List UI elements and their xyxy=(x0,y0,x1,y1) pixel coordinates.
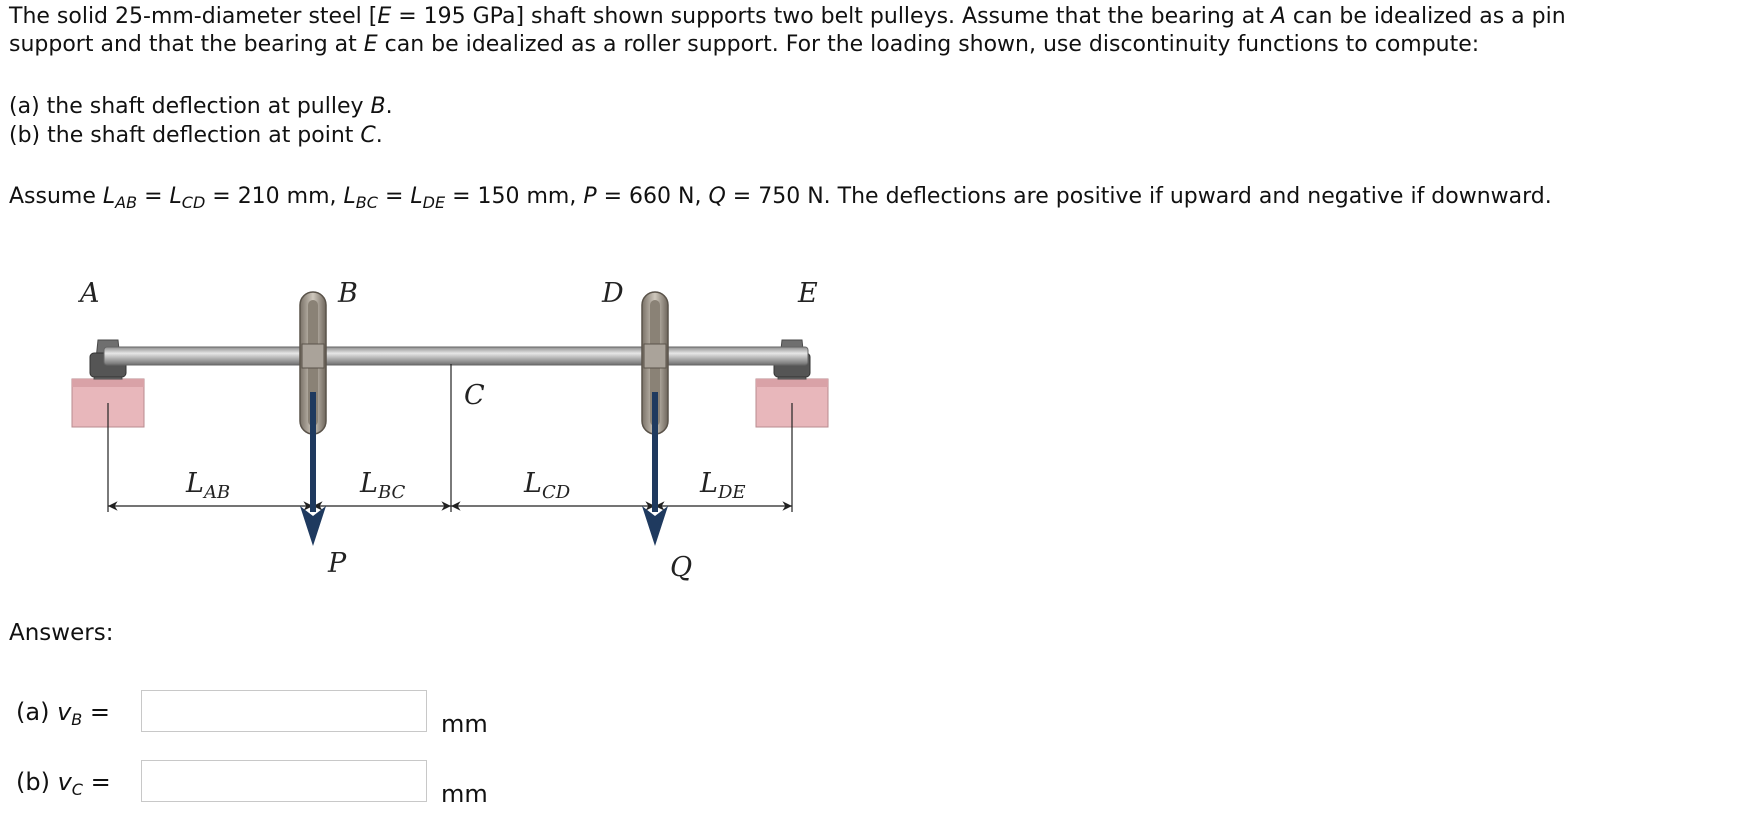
sub-CD: CD xyxy=(542,482,571,503)
answer-b-label: (b) vC = xyxy=(16,768,111,799)
symbol-Q: Q xyxy=(708,184,726,209)
answer-a-unit: mm xyxy=(441,710,488,738)
text: The solid 25-mm-diameter steel [ xyxy=(9,4,378,29)
sub-BC: BC xyxy=(355,193,378,212)
text: can be idealized as a roller support. Fo… xyxy=(377,32,1480,57)
shaft-figure: A B C D E P Q LAB LBC LCD LDE xyxy=(71,278,829,583)
text: 210 mm, xyxy=(237,184,344,209)
sub-B: B xyxy=(71,710,83,729)
label-A: A xyxy=(77,278,100,309)
answer-b-input[interactable] xyxy=(141,760,427,802)
label-P: P xyxy=(327,548,347,579)
dim-label-LBC: LBC xyxy=(359,468,405,503)
problem-line-1: The solid 25-mm-diameter steel [E = 195 … xyxy=(9,2,1566,32)
answer-a-label: (a) vB = xyxy=(16,698,110,729)
symbol-v: v xyxy=(57,768,72,796)
text: (a) xyxy=(16,698,58,726)
problem-line-2: support and that the bearing at E can be… xyxy=(9,30,1479,60)
text: 150 mm, xyxy=(477,184,584,209)
symbol-L: L xyxy=(410,184,423,209)
symbol-P: P xyxy=(583,184,597,209)
load-arrow-P xyxy=(300,392,326,546)
dim-label-LAB: LAB xyxy=(185,468,230,503)
label-C: C xyxy=(464,380,485,411)
assumptions-text: Assume LAB = LCD = 210 mm, LBC = LDE = 1… xyxy=(9,182,1552,212)
symbol-C: C xyxy=(360,123,376,148)
sub-CD: CD xyxy=(181,193,206,212)
symbol-E: E xyxy=(363,32,378,57)
text: Assume xyxy=(9,184,103,209)
label-B: B xyxy=(337,278,358,309)
symbol-L: L xyxy=(185,468,204,499)
symbol-A: A xyxy=(1270,4,1286,29)
text: = xyxy=(377,184,411,209)
text: . xyxy=(385,94,393,119)
text: (a) the shaft deflection at pulley xyxy=(9,94,371,119)
label-Q: Q xyxy=(670,552,692,583)
sub-C: C xyxy=(71,780,83,799)
part-a-text: (a) the shaft deflection at pulley B. xyxy=(9,92,393,122)
sub-AB: AB xyxy=(115,193,138,212)
answers-heading: Answers: xyxy=(9,620,114,646)
text: = 750 N. The deflections are positive if… xyxy=(725,184,1552,209)
answer-b-unit: mm xyxy=(441,780,488,808)
sub-DE: DE xyxy=(717,482,746,503)
text: = xyxy=(137,184,170,209)
dim-label-LCD: LCD xyxy=(523,468,571,503)
symbol-L: L xyxy=(343,184,356,209)
label-D: D xyxy=(601,278,624,309)
text: (b) the shaft deflection at point xyxy=(9,123,361,148)
text: (b) xyxy=(16,768,58,796)
label-E: E xyxy=(797,278,818,309)
text: = xyxy=(205,184,238,209)
part-b-text: (b) the shaft deflection at point C. xyxy=(9,121,383,151)
sub-AB: AB xyxy=(202,482,230,503)
answer-a-input[interactable] xyxy=(141,690,427,732)
text: can be idealized as a pin xyxy=(1285,4,1566,29)
dim-label-LDE: LDE xyxy=(699,468,746,503)
symbol-E: E xyxy=(377,4,392,29)
text: = xyxy=(82,768,111,796)
load-arrow-Q xyxy=(642,392,668,546)
symbol-L: L xyxy=(169,184,182,209)
symbol-L: L xyxy=(699,468,718,499)
symbol-v: v xyxy=(57,698,72,726)
text: = 195 GPa] shaft shown supports two belt… xyxy=(391,4,1271,29)
symbol-L: L xyxy=(523,468,542,499)
extension-lines xyxy=(107,364,793,512)
text: support and that the bearing at xyxy=(9,32,364,57)
text: = xyxy=(445,184,478,209)
text: = xyxy=(82,698,110,726)
sub-DE: DE xyxy=(422,193,446,212)
symbol-B: B xyxy=(370,94,386,119)
text: = 660 N, xyxy=(596,184,709,209)
shaft xyxy=(103,346,809,366)
sub-BC: BC xyxy=(377,482,406,503)
symbol-L: L xyxy=(359,468,378,499)
text: . xyxy=(375,123,383,148)
symbol-L: L xyxy=(102,184,116,209)
